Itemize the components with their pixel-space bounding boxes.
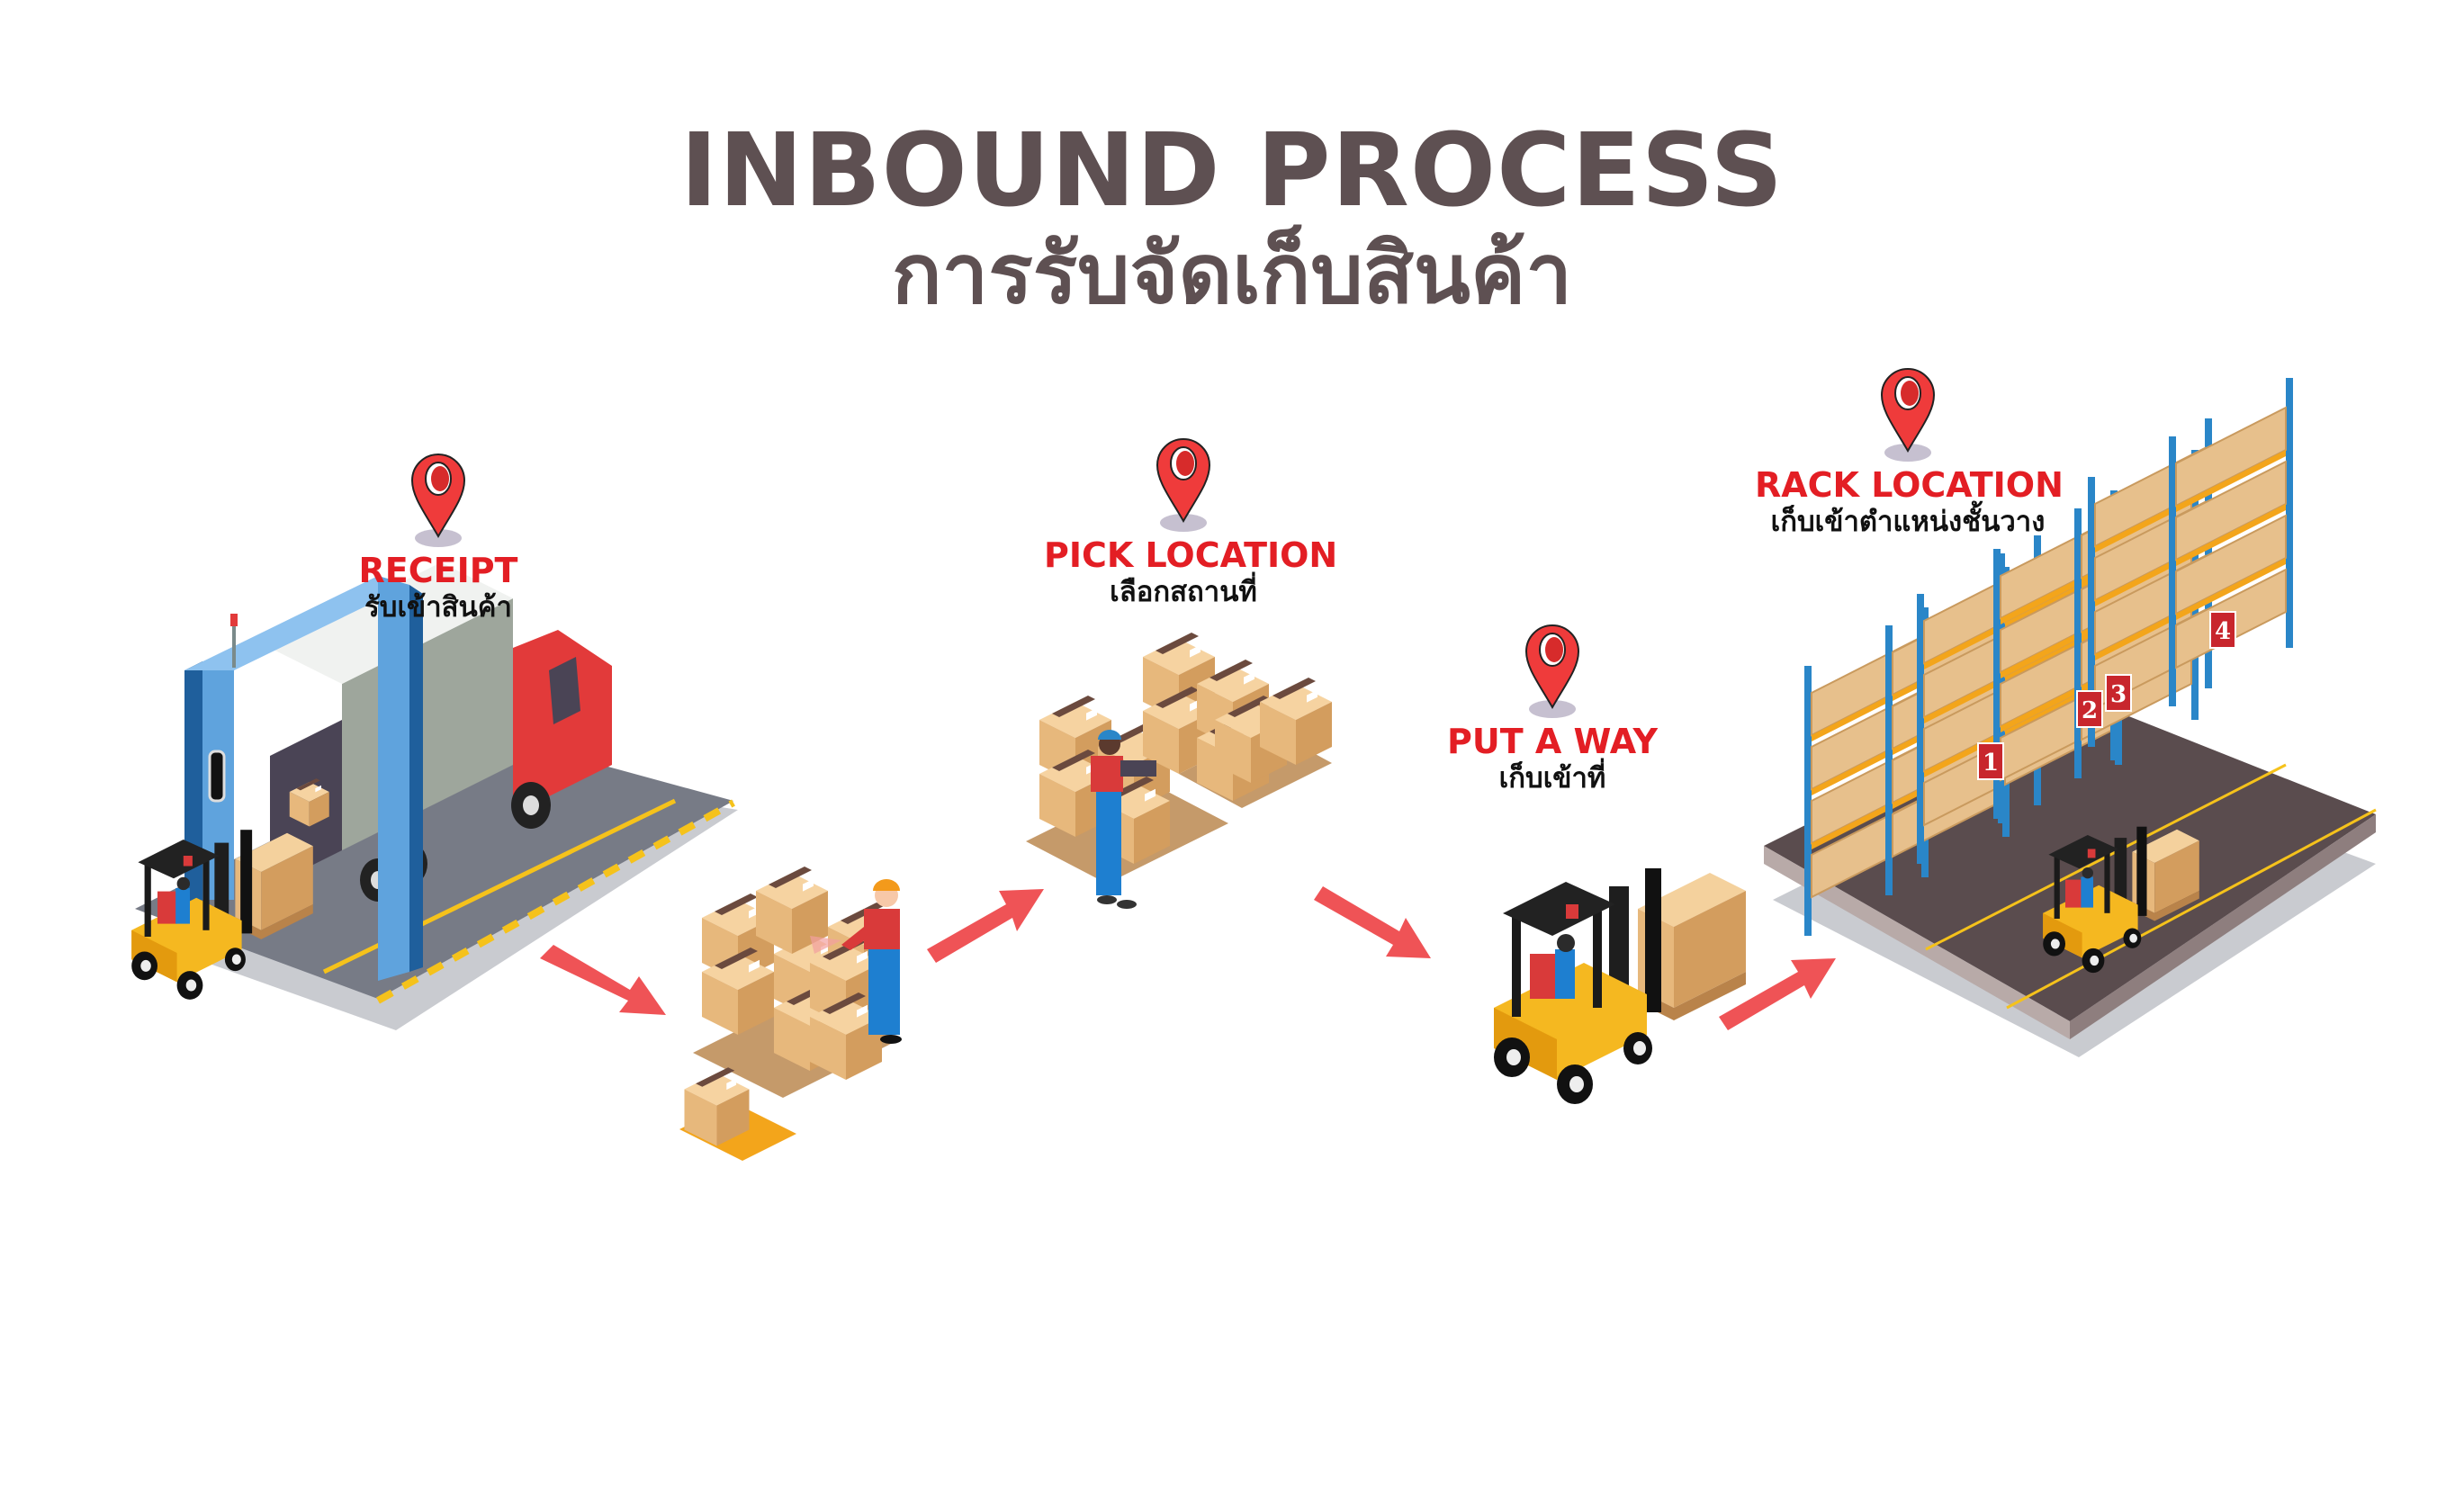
step-label-th: เก็บเข้าตำแหน่งชั้นวาง [1770, 506, 2046, 538]
receipt-scene [131, 562, 738, 1030]
loading-dock-floor [135, 733, 733, 999]
map-pin-icon [1524, 624, 1580, 718]
step-rack-location: RACK LOCATION เก็บเข้าตำแหน่งชั้นวาง [1755, 364, 2064, 539]
warehouse-worker-carrying [1091, 730, 1156, 909]
rack-sign-4: 4 [2209, 611, 2236, 649]
flow-arrow-1 [540, 945, 666, 1015]
step-label-en: RACK LOCATION [1755, 465, 2064, 505]
rack-number-2: 2 [2082, 697, 2098, 724]
step-label-en: RECEIPT [358, 551, 518, 590]
rack-number-3: 3 [2110, 681, 2127, 708]
flow-arrow-2 [927, 889, 1044, 963]
page-title: INBOUND PROCESS [679, 112, 1785, 229]
receiving-gate [184, 576, 423, 981]
pick-location-scene [1026, 633, 1332, 909]
put-a-way-scene [1494, 868, 1746, 1104]
map-pin-icon [1880, 368, 1936, 462]
page-subtitle-thai: การรับจัดเก็บสินค้า [891, 226, 1573, 322]
step-label-en: PUT A WAY [1447, 722, 1658, 761]
flow-arrow-4 [1719, 958, 1836, 1030]
rack-sign-1: 1 [1977, 742, 2004, 780]
step-label-th: เลือกสถานที่ [1110, 576, 1257, 608]
rack-number-4: 4 [2215, 618, 2231, 645]
rack-sign-3: 3 [2105, 674, 2132, 712]
scan-pallets-scene [679, 867, 902, 1161]
map-pin-icon [410, 454, 466, 547]
rack-sign-2: 2 [2076, 690, 2103, 728]
rack-number-1: 1 [1983, 750, 1999, 777]
rack-location-scene: 1 2 3 4 [1764, 377, 2377, 1057]
step-receipt: RECEIPT รับเข้าสินค้า [317, 450, 560, 624]
flow-arrow-3 [1314, 886, 1431, 958]
step-pick-location: PICK LOCATION เลือกสถานที่ [1044, 435, 1338, 609]
step-label-th: รับเข้าสินค้า [364, 591, 512, 624]
warehouse-worker-scanner [810, 879, 902, 1044]
step-put-a-way: PUT A WAY เก็บเข้าที่ [1440, 621, 1665, 795]
step-label-th: เก็บเข้าที่ [1498, 762, 1606, 795]
step-label-en: PICK LOCATION [1044, 535, 1338, 575]
map-pin-icon [1156, 438, 1211, 532]
